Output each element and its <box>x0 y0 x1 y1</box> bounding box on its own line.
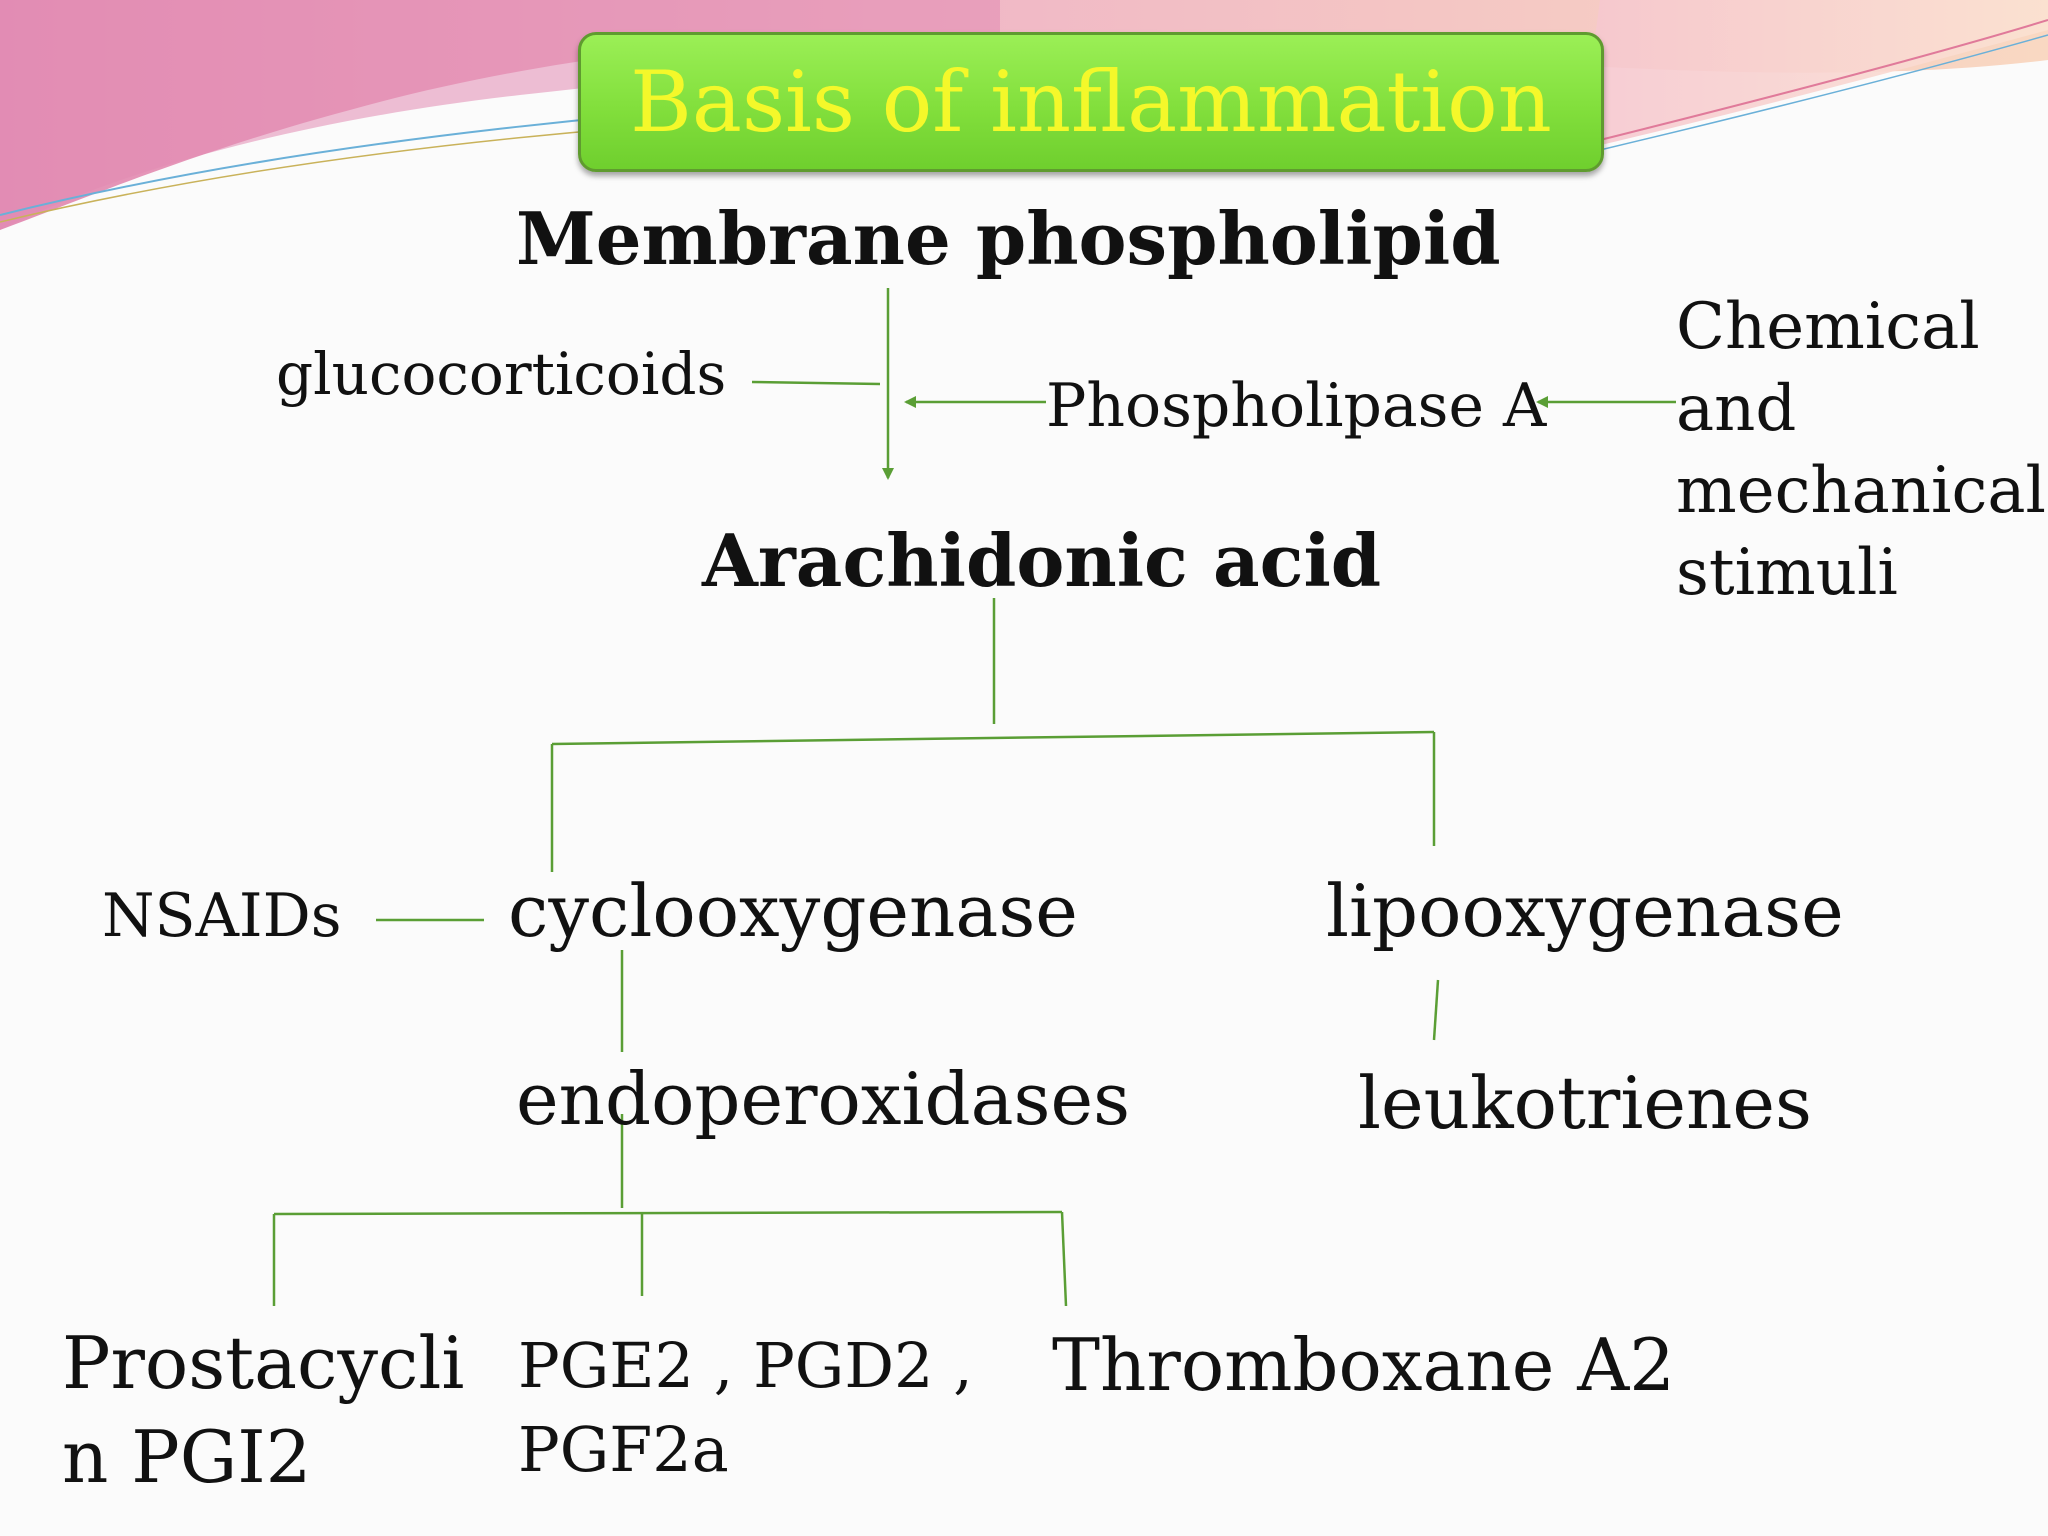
prostacyclin-line: Prostacycli <box>62 1321 465 1405</box>
node-stimuli: Chemical and mechanical stimuli <box>1676 286 2046 614</box>
stimuli-line: stimuli <box>1676 536 1898 610</box>
prostacyclin-line: n PGI2 <box>62 1415 312 1499</box>
node-lipooxygenase: lipooxygenase <box>1326 869 1844 953</box>
title-banner: Basis of inflammation <box>578 32 1604 172</box>
node-prostacyclin: Prostacycli n PGI2 <box>62 1316 464 1504</box>
node-nsaids: NSAIDs <box>102 881 342 951</box>
stimuli-line: and <box>1676 372 1797 446</box>
lipooxygenase-to-leukotrienes <box>1432 979 1440 1041</box>
pge-line: PGE2 , PGD2 , <box>518 1329 973 1402</box>
node-leukotrienes: leukotrienes <box>1358 1061 1812 1145</box>
node-glucocorticoids: glucocorticoids <box>276 340 727 408</box>
node-thromboxane: Thromboxane A2 <box>1052 1323 1676 1407</box>
pge-line: PGF2a <box>518 1413 729 1486</box>
branch-to-thromboxane <box>1060 1211 1068 1307</box>
node-membrane-phospholipid: Membrane phospholipid <box>516 196 1501 281</box>
node-endoperoxidases: endoperoxidases <box>516 1057 1131 1141</box>
prostaglandin-branch-bar <box>273 1210 1063 1216</box>
arachidonic-branch-bar <box>551 730 1435 746</box>
node-pge-group: PGE2 , PGD2 , PGF2a <box>518 1324 973 1492</box>
page-title: Basis of inflammation <box>630 53 1552 151</box>
node-cyclooxygenase: cyclooxygenase <box>508 869 1078 953</box>
glucocorticoids-connector <box>751 380 881 386</box>
node-arachidonic-acid: Arachidonic acid <box>702 518 1382 603</box>
stimuli-line: mechanical <box>1676 454 2046 528</box>
node-phospholipase-a: Phospholipase A <box>1046 371 1547 441</box>
stimuli-line: Chemical <box>1676 290 1980 364</box>
